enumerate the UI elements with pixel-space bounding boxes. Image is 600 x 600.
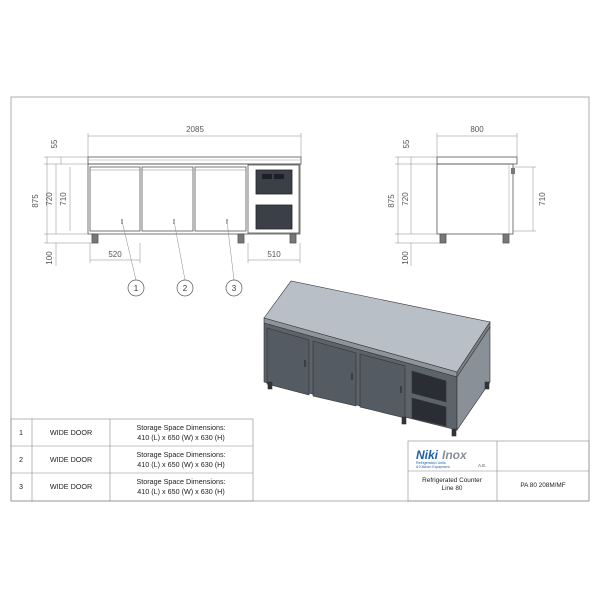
front-view bbox=[87, 156, 302, 244]
side-dimensions bbox=[395, 133, 536, 266]
parts-table bbox=[10, 418, 254, 502]
front-dimensions bbox=[44, 133, 302, 281]
front-total-height-label: 875 bbox=[31, 194, 40, 208]
side-body-height-label: 720 bbox=[401, 192, 410, 206]
row-2-desc-1: Storage Space Dimensions: bbox=[136, 450, 225, 459]
row-3-desc-2: 410 (L) x 650 (W) x 630 (H) bbox=[137, 487, 224, 496]
side-leg-2 bbox=[502, 233, 510, 244]
iso-door-2 bbox=[312, 340, 357, 407]
callout-1: 1 bbox=[127, 279, 145, 297]
svg-text:2: 2 bbox=[183, 284, 188, 293]
front-leg-height-label: 100 bbox=[45, 251, 54, 265]
front-top-label: 55 bbox=[50, 139, 59, 148]
row-3-name: WIDE DOOR bbox=[50, 482, 92, 491]
side-total-height-label: 875 bbox=[387, 194, 396, 208]
front-unit-panel bbox=[247, 164, 300, 234]
front-door-3 bbox=[194, 166, 247, 232]
svg-text:1: 1 bbox=[134, 284, 139, 293]
isometric-view bbox=[263, 280, 491, 437]
brand-name-part2: Inox bbox=[442, 448, 468, 462]
row-1-desc-2: 410 (L) x 650 (W) x 630 (H) bbox=[137, 433, 224, 442]
callout-2: 2 bbox=[176, 279, 194, 297]
front-door-height-label: 710 bbox=[59, 192, 68, 206]
front-unit-grille-bottom bbox=[255, 204, 293, 230]
front-worktop bbox=[87, 156, 302, 165]
front-unit-width-label: 510 bbox=[267, 250, 281, 259]
side-top-label: 55 bbox=[402, 139, 411, 148]
parts-row-2: 2 WIDE DOOR Storage Space Dimensions: 41… bbox=[19, 450, 226, 469]
front-cabinet-body bbox=[87, 163, 301, 235]
svg-text:3: 3 bbox=[232, 284, 237, 293]
front-door-width-label: 520 bbox=[108, 250, 122, 259]
brand-name-part1: Niki bbox=[416, 448, 439, 462]
sheet-border bbox=[10, 96, 590, 502]
callout-3: 3 bbox=[225, 279, 243, 297]
front-leg-2 bbox=[237, 233, 245, 244]
front-body-height-label: 720 bbox=[45, 192, 54, 206]
brand-suffix: A.E. bbox=[478, 463, 487, 468]
row-1-name: WIDE DOOR bbox=[50, 428, 92, 437]
brand-tagline-2: & Kitchen Equipment bbox=[416, 465, 450, 469]
row-2-number: 2 bbox=[19, 455, 23, 464]
parts-row-3: 3 WIDE DOOR Storage Space Dimensions: 41… bbox=[19, 477, 226, 496]
row-1-desc-1: Storage Space Dimensions: bbox=[136, 423, 225, 432]
product-name-line-1: Refrigerated Counter bbox=[422, 477, 483, 484]
iso-side-body bbox=[456, 326, 491, 431]
brand-logo: Niki Inox A.E. Refrigeration Units & Kit… bbox=[416, 448, 487, 469]
row-2-desc-2: 410 (L) x 650 (W) x 630 (H) bbox=[137, 460, 224, 469]
row-2-name: WIDE DOOR bbox=[50, 455, 92, 464]
front-leg-3 bbox=[289, 233, 297, 244]
side-leg-height-label: 100 bbox=[401, 251, 410, 265]
front-width-label: 2085 bbox=[186, 125, 204, 134]
product-name-line-2: Line 80 bbox=[442, 485, 463, 492]
front-unit-grille-top bbox=[255, 169, 293, 195]
side-cabinet-body bbox=[436, 163, 514, 235]
front-door-2 bbox=[141, 166, 194, 232]
side-worktop bbox=[436, 156, 518, 165]
row-3-number: 3 bbox=[19, 482, 23, 491]
side-width-label: 800 bbox=[470, 125, 484, 134]
model-code: PA 80 208M/MF bbox=[520, 482, 565, 489]
brand-tagline-1: Refrigeration Units bbox=[416, 461, 446, 465]
iso-unit-grille-bottom bbox=[411, 397, 447, 427]
side-leg-1 bbox=[439, 233, 447, 244]
iso-door-1 bbox=[266, 327, 310, 396]
front-door-1 bbox=[89, 166, 141, 232]
title-block bbox=[407, 440, 590, 502]
row-3-desc-1: Storage Space Dimensions: bbox=[136, 477, 225, 486]
row-1-number: 1 bbox=[19, 428, 23, 437]
side-door-height-label: 710 bbox=[538, 192, 547, 206]
side-view bbox=[436, 156, 518, 244]
front-leg-1 bbox=[91, 233, 99, 244]
parts-row-1: 1 WIDE DOOR Storage Space Dimensions: 41… bbox=[19, 423, 226, 442]
iso-unit-grille-top bbox=[411, 370, 447, 403]
